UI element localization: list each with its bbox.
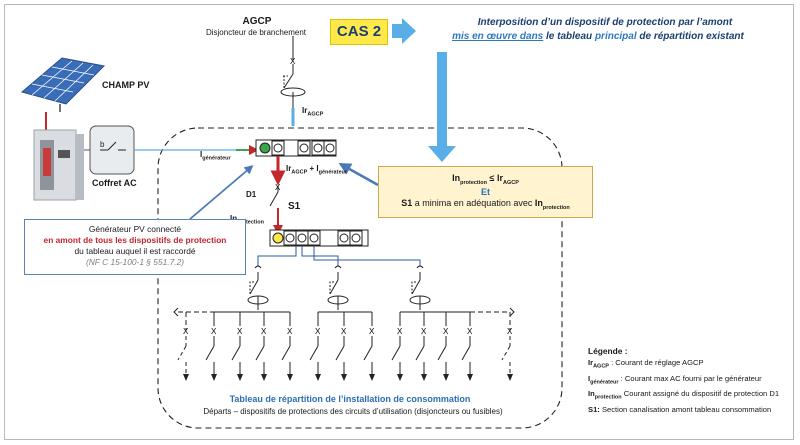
circuit-1: X [177,327,189,381]
condition-et: Et [481,186,490,197]
sum-current-label: IrAGCP + Igénérateur [286,164,348,176]
generator-note-box: Générateur PV connecté en amont de tous … [24,219,246,275]
inverter-cabinet-icon [33,129,84,201]
legend-row-1: IrAGCP : Courant de réglage AGCP [588,358,704,370]
circuit-13: X [501,327,513,381]
future-branch-lines [178,311,511,330]
rcd-group-center [318,265,372,313]
circuit-x-mark: X [421,327,427,336]
circuit-x-mark: X [507,327,513,336]
agcp-x-mark: X [290,57,296,66]
cas-title-line2: mis en œuvre dans le tableau principal d… [408,31,788,42]
circuit-x-mark: X [397,327,403,336]
champ-pv-label: CHAMP PV [102,80,150,90]
circuit-5: X [281,312,293,381]
cas-arrow-head [402,18,416,44]
cas-title-line1: Interposition d’un dispositif de protect… [477,17,733,28]
i-generateur-label: Igénérateur [200,150,231,162]
down-arrow-head [428,146,456,162]
ir-agcp-label: IrAGCP [302,106,324,118]
condition-box: Inprotection ≤ IrAGCP Et S1 a minima en … [378,166,593,218]
circuit-x-mark: X [341,327,347,336]
circuit-10: X [415,312,427,381]
circuit-11: X [437,312,449,381]
circuit-4: X [255,312,267,381]
tableau-enclosure [157,127,563,429]
legend: Légende : IrAGCP : Courant de réglage AG… [588,346,794,415]
agcp-breaker-symbol [280,64,306,108]
left-branch-arrow [173,307,179,317]
circuit-x-mark: X [369,327,375,336]
d1-x-mark: X [275,183,281,192]
title-highlight-2: principal [594,31,637,42]
circuit-8: X [363,312,375,381]
tableau-title: Tableau de répartition de l’installation… [229,394,471,404]
coffret-ac-label: Coffret AC [92,178,137,188]
circuit-3: X [231,312,243,381]
circuit-7: X [335,312,347,381]
circuit-x-mark: X [467,327,473,336]
coffret-ac-box: b [89,125,135,175]
circuit-x-mark: X [261,327,267,336]
main-busbar [255,139,337,157]
legend-heading: Légende : [588,346,628,356]
d1-label: D1 [246,190,257,199]
condition-line1: Inprotection ≤ IrAGCP [452,173,519,186]
circuit-x-mark: X [183,327,189,336]
right-branch-arrow [509,307,515,317]
circuit-x-mark: X [237,327,243,336]
generator-pointer [189,165,254,220]
circuit-12: X [461,312,473,381]
feeder-lines [257,246,421,266]
rcd-group-right [400,265,470,313]
distribution-busbar [269,229,369,247]
circuit-x-mark: X [443,327,449,336]
generator-note-line3: du tableau auquel il est raccordé [74,246,196,256]
generator-note-line2: en amont de tous les dispositifs de prot… [43,235,227,245]
diagram-frame [4,4,794,440]
circuit-9: X [391,312,403,381]
title-part-2: le tableau [543,31,595,42]
title-highlight-1: mis en œuvre dans [452,31,544,42]
circuit-6: X [309,312,321,381]
tableau-subtitle: Départs – dispositifs de protections des… [203,407,503,416]
cas-arrow-body [392,24,402,38]
legend-row-2: Igénérateur : Courant max AC fourni par … [588,373,762,386]
agcp-title: AGCP [242,16,272,27]
circuit-2: X [205,312,217,381]
condition-pointer [338,162,379,187]
agcp-subtitle: Disjoncteur de branchement [205,28,307,37]
generator-note-ref: (NF C 15-100-1 § 551.7.2) [85,257,185,267]
legend-row-3: Inprotection Courant assigné du disposit… [588,389,780,401]
in-protection-label: Inprotection [230,214,264,226]
pv-panel-icon [20,57,106,112]
s1-label: S1 [288,201,301,212]
circuit-x-mark: X [211,327,217,336]
down-arrow-body [437,52,447,148]
title-part-4: de répartition existant [636,31,744,42]
legend-row-4: S1: Section canalisation amont tableau c… [588,404,772,414]
svg-text:b: b [100,140,105,149]
cas-badge: CAS 2 [330,19,388,45]
generator-note-line1: Générateur PV connecté [88,224,182,234]
circuit-x-mark: X [315,327,321,336]
condition-line3: S1 a minima en adéquation avec Inprotect… [401,197,570,211]
circuit-x-mark: X [287,327,293,336]
rcd-group-left [212,265,290,313]
